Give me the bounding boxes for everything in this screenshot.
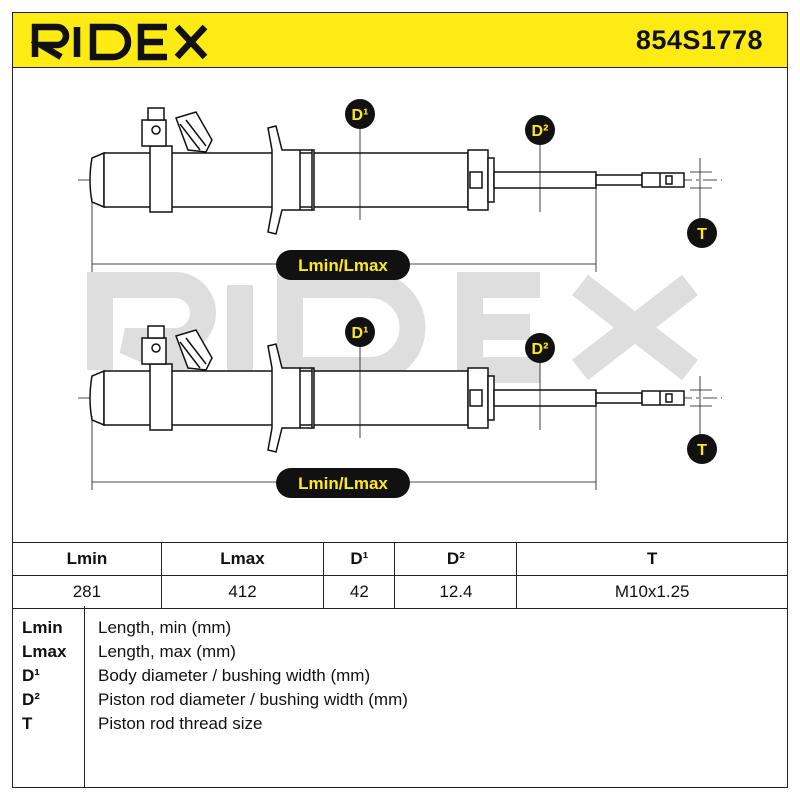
- svg-text:Lmin/Lmax: Lmin/Lmax: [298, 256, 388, 275]
- legend: Lmin Length, min (mm) Lmax Length, max (…: [12, 606, 788, 788]
- label-d1-top: D¹: [345, 99, 375, 129]
- legend-key-d1: D¹: [22, 666, 40, 685]
- part-number: 854S1778: [635, 25, 763, 55]
- value-d1: 42: [323, 575, 396, 609]
- shock-absorber-bottom: [78, 325, 722, 490]
- svg-text:D²: D²: [532, 341, 549, 358]
- header-d1: D¹: [323, 542, 396, 576]
- legend-desc-t: Piston rod thread size: [98, 714, 263, 733]
- svg-text:T: T: [697, 226, 707, 243]
- header-bar: 854S1778: [12, 12, 788, 68]
- header-lmin: Lmin: [12, 542, 162, 576]
- legend-desc-lmin: Length, min (mm): [98, 618, 232, 637]
- shock-absorber-top: [78, 107, 722, 272]
- label-t-top: T: [687, 218, 717, 248]
- value-lmax: 412: [160, 575, 325, 609]
- legend-key-d2: D²: [22, 690, 40, 709]
- table-header-row: Lmin Lmax D¹ D² T: [12, 542, 788, 576]
- header-d2: D²: [394, 542, 518, 576]
- legend-divider: [84, 606, 86, 788]
- label-d2-top: D²: [525, 115, 555, 145]
- svg-text:D¹: D¹: [352, 107, 369, 124]
- legend-key-lmax: Lmax: [22, 642, 67, 661]
- value-d2: 12.4: [394, 575, 518, 609]
- svg-text:Lmin/Lmax: Lmin/Lmax: [298, 474, 388, 493]
- svg-text:T: T: [697, 442, 707, 459]
- ridex-logo: [31, 23, 208, 61]
- value-lmin: 281: [12, 575, 162, 609]
- legend-desc-d1: Body diameter / bushing width (mm): [98, 666, 371, 685]
- label-length-bottom: Lmin/Lmax: [276, 468, 410, 498]
- shock-absorber-drawing: D¹ D² T Lmin/Lmax D¹ D² T Lmin/Lmax: [78, 99, 722, 498]
- header-t: T: [516, 542, 788, 576]
- legend-desc-lmax: Length, max (mm): [98, 642, 236, 661]
- label-d2-bottom: D²: [525, 333, 555, 363]
- svg-text:D¹: D¹: [352, 325, 369, 342]
- header-lmax: Lmax: [160, 542, 325, 576]
- label-d1-bottom: D¹: [345, 317, 375, 347]
- label-length-top: Lmin/Lmax: [276, 250, 410, 280]
- dimensions-table: Lmin Lmax D¹ D² T 281 412 42 12.4 M10x1.…: [12, 542, 788, 609]
- svg-text:D²: D²: [532, 123, 549, 140]
- legend-key-lmin: Lmin: [22, 618, 63, 637]
- table-row: 281 412 42 12.4 M10x1.25: [12, 575, 788, 609]
- legend-desc-d2: Piston rod diameter / bushing width (mm): [98, 690, 408, 709]
- legend-key-t: T: [22, 714, 33, 733]
- value-t: M10x1.25: [516, 575, 788, 609]
- label-t-bottom: T: [687, 434, 717, 464]
